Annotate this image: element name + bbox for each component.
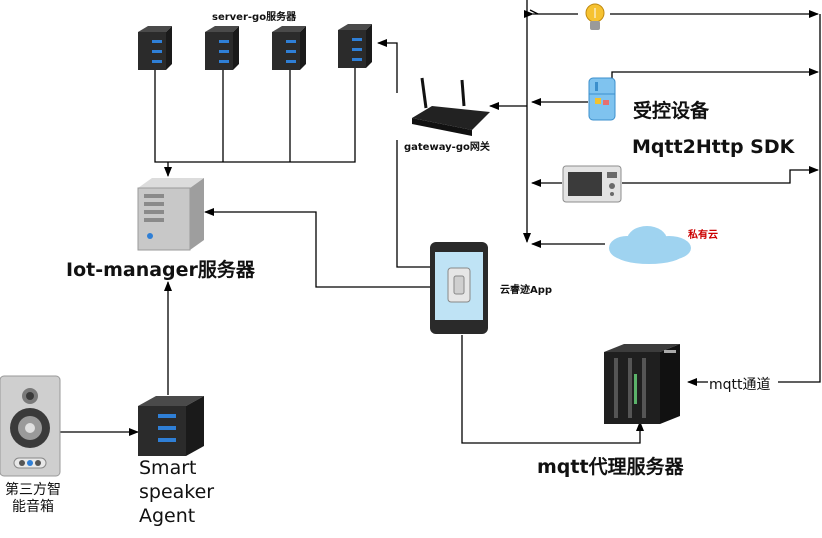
server-go-bus [154, 65, 356, 163]
gateway-to-server-go-arrow [377, 39, 398, 93]
server-go-rack-icon [138, 24, 372, 70]
sdk-label: Mqtt2Http SDK [632, 136, 795, 158]
gateway-go-label: gateway-go网关 [404, 142, 490, 153]
smartphone-icon [430, 242, 488, 334]
app-label: 云睿迹App [500, 285, 553, 296]
app-to-gateway-line [396, 140, 430, 268]
server-go-label: server-go服务器 [212, 12, 297, 23]
iot-manager-label: Iot-manager服务器 [66, 259, 255, 281]
private-cloud-label: 私有云 [688, 230, 718, 241]
cloud-icon [609, 226, 691, 264]
mqtt-channel-line [778, 14, 821, 383]
datacenter-rack-icon [604, 344, 680, 424]
microwave-icon [562, 165, 622, 203]
app-to-iot-arrow [204, 208, 430, 288]
app-to-broker-arrow [461, 335, 644, 444]
fridge-icon [588, 77, 616, 121]
wifi-router-icon [412, 77, 490, 136]
controlled-devices-label: 受控设备 [633, 100, 710, 122]
third-party-speaker-label: 第三方智能音箱 [5, 482, 61, 515]
mqtt-broker-label: mqtt代理服务器 [537, 456, 684, 478]
speaker-icon [0, 375, 61, 477]
lightbulb-icon [585, 3, 605, 30]
mqtt-channel-label: mqtt通道 [709, 377, 771, 393]
tower-server-icon [137, 178, 204, 251]
server-rack-icon [138, 396, 204, 456]
agent-label: Smart speaker Agent [139, 457, 215, 527]
